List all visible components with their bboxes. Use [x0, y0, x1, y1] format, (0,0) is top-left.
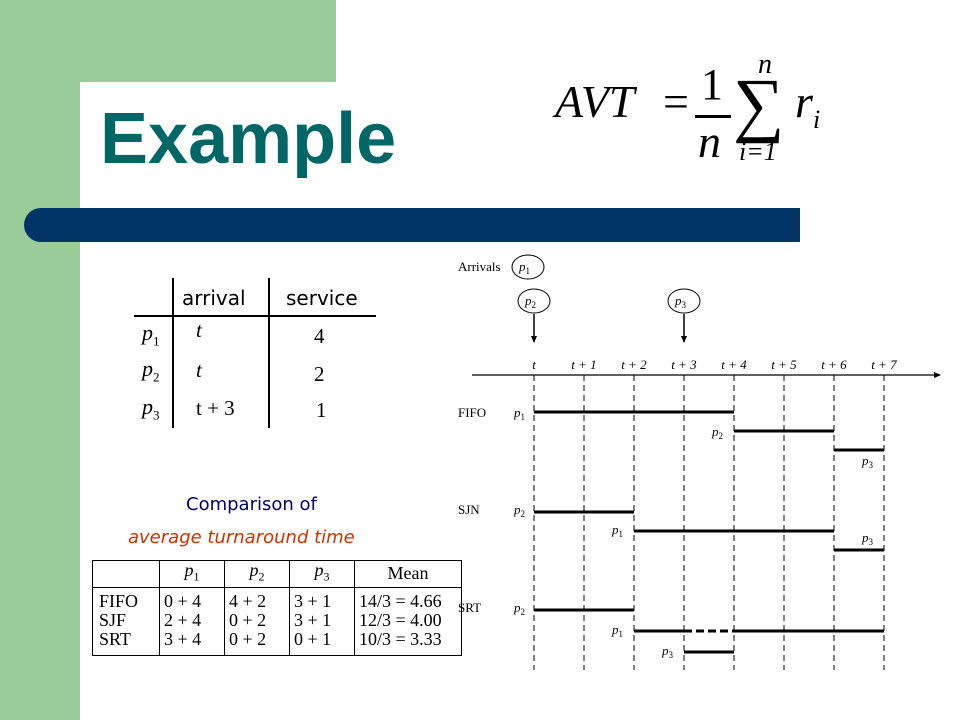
row-process-label: p2	[142, 356, 160, 385]
p1-arrival-label: p1	[518, 259, 530, 276]
formula-equals: =	[663, 76, 689, 127]
mean-table-cell: 0 + 2	[224, 629, 290, 656]
mean-table-cell: 12/3 = 4.00	[354, 610, 462, 630]
srt-p2-label: p2	[513, 600, 525, 617]
row-service: 2	[314, 362, 325, 386]
row-service: 1	[316, 398, 327, 422]
mean-table-cell: 0 + 1	[289, 629, 355, 656]
title-underline-bar	[24, 208, 800, 242]
formula-sum-upper: n	[758, 49, 772, 80]
p1-arrival-bubble	[511, 254, 545, 280]
fifo-p3-label: p3	[861, 453, 874, 470]
formula-numerator: 1	[701, 60, 723, 109]
table-header-rule	[134, 315, 376, 317]
formula-term-subscript: i	[813, 105, 821, 134]
row-process-label: p3	[142, 394, 160, 423]
mean-table-header-row: p1 p2 p3 Mean	[92, 560, 462, 588]
formula-term: r	[795, 76, 813, 127]
background-green-left	[0, 0, 80, 720]
formula-denominator: n	[698, 116, 721, 167]
p2-arrival-bubble	[517, 288, 551, 314]
srt-p3-label: p3	[661, 643, 674, 660]
mean-table-cell: 0 + 2	[224, 610, 290, 630]
sjn-p2-label: p2	[513, 502, 525, 519]
mean-table-header-blank	[92, 560, 160, 588]
sjn-p1-label: p1	[611, 522, 623, 539]
comparison-caption-line2: average turnaround time	[128, 527, 355, 548]
formula-lhs: AVT	[555, 76, 635, 127]
arrivals-label: Arrivals	[458, 259, 501, 274]
row-arrival: t	[196, 358, 202, 382]
p2-arrival-label: p2	[524, 293, 536, 310]
header-arrival: arrival	[182, 286, 246, 310]
mean-table-header-p3: p3	[289, 560, 355, 588]
row-service: 4	[314, 324, 325, 348]
comparison-caption-line1: Comparison of	[186, 494, 317, 515]
mean-table-algorithm: SJF	[92, 610, 160, 630]
mean-table-cell: 3 + 4	[159, 629, 225, 656]
mean-table-cell: 3 + 1	[289, 610, 355, 630]
mean-table-cell: 0 + 4	[159, 587, 225, 611]
time-tick-label: t + 6	[821, 357, 847, 372]
table-divider-right	[268, 278, 270, 428]
row-arrival: t + 3	[196, 396, 235, 420]
mean-table-cell: 3 + 1	[289, 587, 355, 611]
formula-sum-lower: i=1	[739, 137, 777, 166]
mean-table-header-p2: p2	[224, 560, 290, 588]
mean-table-algorithm: SRT	[92, 629, 160, 656]
mean-table-header-mean: Mean	[354, 560, 462, 588]
formula-fraction-bar	[695, 115, 731, 118]
mean-table-cell: 2 + 4	[159, 610, 225, 630]
time-tick-label: t + 7	[871, 357, 897, 372]
formula-sum-symbol: ∑	[733, 64, 785, 144]
sjn-p3-label: p3	[861, 530, 874, 547]
algorithm-label-srt: SRT	[458, 600, 481, 615]
header-service: service	[286, 286, 358, 310]
row-process-label: p1	[142, 320, 160, 349]
slide-title: Example	[100, 99, 397, 179]
time-tick-label: t	[532, 357, 536, 372]
mean-table-cell: 10/3 = 3.33	[354, 629, 462, 656]
fifo-p1-label: p1	[513, 405, 525, 422]
table-divider-left	[172, 278, 174, 428]
scheduling-timeline-diagram: Arrivals p1 p2 p3 t t + 1 t + 2 t + 3 t + 4 t + 5…	[458, 254, 941, 670]
fifo-p2-label: p2	[711, 424, 723, 441]
row-arrival: t	[196, 318, 202, 342]
time-tick-label: t + 5	[771, 357, 797, 372]
mean-table-cell: 14/3 = 4.66	[354, 587, 462, 611]
mean-table-cell: 4 + 2	[224, 587, 290, 611]
algorithm-label-fifo: FIFO	[458, 405, 486, 420]
srt-p1-label: p1	[611, 622, 623, 639]
time-tick-label: t + 4	[721, 357, 747, 372]
p3-arrival-label: p3	[674, 293, 687, 310]
p3-arrival-bubble	[667, 288, 701, 314]
mean-table-algorithm: FIFO	[92, 587, 160, 611]
time-tick-label: t + 1	[571, 357, 596, 372]
time-tick-label: t + 2	[621, 357, 647, 372]
mean-table-header-p1: p1	[159, 560, 225, 588]
time-tick-label: t + 3	[671, 357, 697, 372]
algorithm-label-sjn: SJN	[458, 502, 480, 517]
